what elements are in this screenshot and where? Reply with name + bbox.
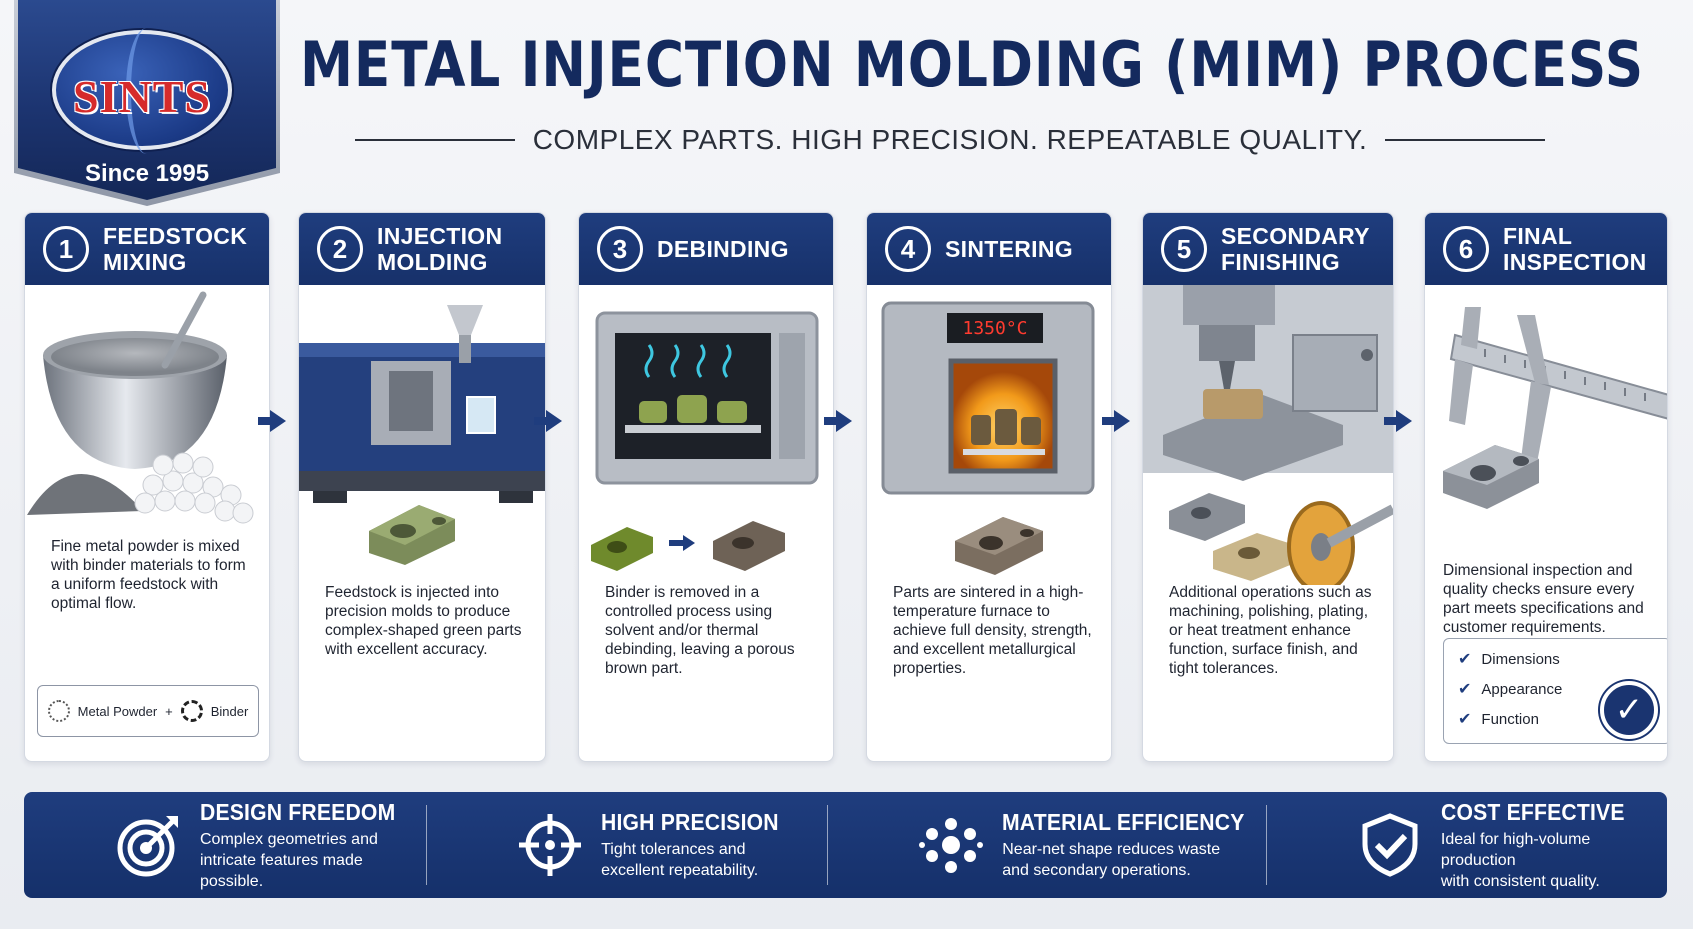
flow-arrow-5 (1384, 410, 1412, 432)
step-title-6: FINAL INSPECTION (1503, 223, 1647, 275)
metal-powder-label: Metal Powder (77, 703, 158, 719)
benefit-text: Complex geometries and intricate feature… (200, 830, 378, 890)
step-description-3: Binder is removed in a controlled proces… (605, 584, 795, 677)
mix-legend: Metal Powder + Binder (37, 685, 259, 737)
step-header-3: 3 DEBINDING (579, 213, 833, 285)
step-description-6: Dimensional inspection and quality check… (1443, 562, 1644, 636)
checklist-label: Dimensions (1481, 650, 1560, 668)
subtitle-divider-left (355, 139, 515, 141)
benefit-title: DESIGN FREEDOM (200, 798, 396, 825)
step-header-1: 1 FEEDSTOCK MIXING (25, 213, 269, 285)
step-card-4: 4 SINTERING 1350°C Parts are sintered in… (866, 212, 1112, 762)
benefit-cost-effective: COST EFFECTIVE Ideal for high-volume pro… (1265, 799, 1667, 890)
step-number-1: 1 (43, 226, 89, 272)
logo-emblem (52, 28, 232, 154)
benefit-title: COST EFFECTIVE (1440, 798, 1625, 825)
step-header-2: 2 INJECTION MOLDING (299, 213, 545, 285)
plus-sign: + (165, 703, 173, 719)
benefit-title: HIGH PRECISION (601, 809, 779, 835)
logo-name: SINTS (73, 71, 211, 122)
benefit-text: Near-net shape reduces waste and seconda… (1002, 841, 1221, 879)
benefit-title: MATERIAL EFFICIENCY (1002, 809, 1245, 835)
step-card-3: 3 DEBINDING Binder is removed in a co (578, 212, 834, 762)
checkmark-icon: ✔ (1458, 681, 1472, 698)
step-number-4: 4 (885, 226, 931, 272)
step-description-2: Feedstock is injected into precision mol… (325, 584, 522, 658)
checklist-label: Function (1481, 710, 1539, 728)
step-title-4: SINTERING (945, 236, 1073, 262)
approved-check-icon: ✓ (1600, 681, 1658, 739)
page-title: METAL INJECTION MOLDING (MIM) PROCESS (300, 28, 1645, 101)
step-card-2: 2 INJECTION MOLDING Feedstock is injecte… (298, 212, 546, 762)
checklist-item: ✔ Function (1458, 709, 1539, 729)
step-number-3: 3 (597, 226, 643, 272)
step-header-4: 4 SINTERING (867, 213, 1111, 285)
metal-powder-icon (47, 700, 70, 722)
logo-since: Since 1995 (84, 160, 210, 187)
benefit-high-precision: HIGH PRECISION Tight tolerances and exce… (426, 805, 827, 885)
step-header-5: 5 SECONDARY FINISHING (1143, 213, 1393, 285)
subtitle-row: COMPLEX PARTS. HIGH PRECISION. REPEATABL… (355, 120, 1545, 160)
step-number-2: 2 (317, 226, 363, 272)
checkmark-icon: ✔ (1458, 651, 1472, 668)
step-title-3: DEBINDING (657, 236, 789, 262)
step-number-6: 6 (1443, 226, 1489, 272)
checklist-label: Appearance (1481, 680, 1563, 698)
step-illustration-2 (299, 285, 545, 585)
benefit-material-efficiency: MATERIAL EFFICIENCY Near-net shape reduc… (827, 805, 1266, 885)
flow-arrow-2 (534, 410, 562, 432)
step-description-4: Parts are sintered in a high-temperature… (893, 584, 1092, 677)
step-title-2: INJECTION MOLDING (377, 223, 503, 275)
cnc-machining-icon (1143, 285, 1393, 593)
step-card-1: 1 FEEDSTOCK MIXING Fine metal powder is … (24, 212, 270, 762)
shield-check-icon (1357, 812, 1423, 878)
mixing-bowl-icon (27, 291, 254, 524)
sintering-furnace-icon (881, 301, 1095, 575)
caliper-icon (1443, 307, 1667, 509)
benefit-design-freedom: DESIGN FREEDOM Complex geometries and in… (24, 799, 426, 890)
step-description-5: Additional operations such as machining,… (1169, 584, 1372, 677)
target-icon (116, 812, 182, 878)
checklist-item: ✔ Appearance (1458, 679, 1562, 699)
binder-icon (180, 700, 203, 722)
subtitle-divider-right (1385, 139, 1545, 141)
benefits-banner: DESIGN FREEDOM Complex geometries and in… (24, 792, 1667, 898)
binder-label: Binder (210, 703, 249, 719)
step-illustration-4: 1350°C (867, 285, 1111, 585)
injection-machine-icon (299, 305, 545, 565)
checklist-item: ✔ Dimensions (1458, 649, 1560, 669)
checkmark-icon: ✔ (1458, 711, 1472, 728)
step-card-6: 6 FINAL INSPECTION Dimensional inspectio… (1424, 212, 1668, 762)
step-illustration-5 (1143, 285, 1393, 593)
benefit-text: Ideal for high-volume production with co… (1440, 830, 1600, 890)
flow-arrow-4 (1102, 410, 1130, 432)
step-card-5: 5 SECONDARY FINISHING Additional o (1142, 212, 1394, 762)
dots-cluster-icon (918, 812, 984, 878)
flow-arrow-1 (258, 410, 286, 432)
step-header-6: 6 FINAL INSPECTION (1425, 213, 1667, 285)
step-illustration-3 (579, 285, 833, 585)
inspection-checklist: ✔ Dimensions ✔ Appearance ✔ Function ✓ (1443, 638, 1667, 744)
step-title-1: FEEDSTOCK MIXING (103, 223, 248, 275)
flow-arrow-3 (824, 410, 852, 432)
step-illustration-6 (1425, 285, 1667, 585)
crosshair-icon (517, 812, 583, 878)
step-number-5: 5 (1161, 226, 1207, 272)
step-illustration-1 (25, 285, 269, 585)
page-subtitle: COMPLEX PARTS. HIGH PRECISION. REPEATABL… (532, 124, 1368, 155)
step-title-5: SECONDARY FINISHING (1221, 223, 1370, 275)
furnace-temperature-display: 1350°C (962, 317, 1028, 339)
benefit-text: Tight tolerances and excellent repeatabi… (601, 841, 759, 879)
step-description-1: Fine metal powder is mixed with binder m… (51, 538, 246, 612)
debinding-oven-icon (591, 311, 819, 571)
